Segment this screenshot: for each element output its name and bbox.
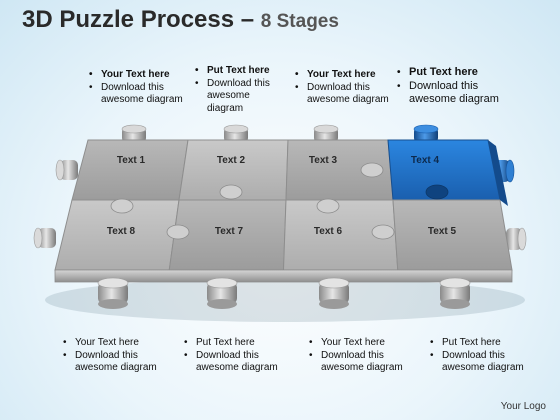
- bottom-note-1-line-1: Your Text here: [62, 337, 162, 350]
- puzzle-label-2: Text 2: [217, 155, 246, 166]
- top-note-2: Put Text here Download this awesome diag…: [194, 65, 284, 115]
- puzzle-ground-shadow: [45, 278, 525, 322]
- puzzle-label-1: Text 1: [117, 155, 146, 166]
- top-note-4: Put Text here Download this awesome diag…: [396, 66, 506, 107]
- top-note-1-line-1: Your Text here: [88, 69, 183, 82]
- puzzle-knob-3: [110, 198, 134, 214]
- peg-bottom-cap-2: [206, 277, 238, 289]
- puzzle-piece-1: [71, 139, 189, 201]
- peg-top-cap-3: [313, 124, 339, 134]
- puzzle-pieces: [54, 139, 513, 283]
- top-note-2-line-2: Download this awesome diagram: [194, 78, 284, 116]
- peg-right-2: [506, 228, 522, 250]
- puzzle-label-7: Text 6: [314, 226, 343, 237]
- puzzle-knob-6: [371, 224, 395, 240]
- peg-right-cap-2: [517, 227, 527, 251]
- logo-placeholder: Your Logo: [500, 401, 546, 412]
- top-note-1: Your Text here Download this awesome dia…: [88, 69, 183, 107]
- peg-bottom-cap-4: [439, 277, 471, 289]
- puzzle-shadow: [45, 278, 525, 322]
- bottom-note-3: Your Text here Download this awesome dia…: [308, 337, 408, 375]
- bottom-note-2: Put Text here Download this awesome diag…: [183, 337, 283, 375]
- peg-bottom-cap-3: [318, 277, 350, 289]
- top-note-1-line-2: Download this awesome diagram: [88, 82, 183, 107]
- puzzle-label-8: Text 5: [428, 226, 457, 237]
- puzzle-label-4: Text 4: [411, 155, 440, 166]
- peg-bottom-base-2: [207, 299, 237, 309]
- top-note-3: Your Text here Download this awesome dia…: [294, 69, 389, 107]
- bottom-note-2-line-2: Download this awesome diagram: [183, 350, 283, 375]
- top-note-4-line-1: Put Text here: [396, 66, 506, 80]
- puzzle-front-pegs: [97, 277, 471, 309]
- top-note-3-line-2: Download this awesome diagram: [294, 82, 389, 107]
- peg-left-1: [60, 160, 78, 180]
- title-sub: 8 Stages: [260, 11, 339, 32]
- peg-bottom-base-3: [319, 299, 349, 309]
- bottom-note-4: Put Text here Download this awesome diag…: [429, 337, 529, 375]
- peg-top-cap-2: [223, 124, 249, 134]
- puzzle-label-6: Text 7: [215, 226, 244, 237]
- title-main: 3D Puzzle Process –: [22, 6, 261, 33]
- peg-bottom-base-1: [98, 299, 128, 309]
- peg-top-cap-1: [121, 124, 147, 134]
- puzzle-knob-7: [360, 162, 384, 178]
- peg-right-cap-1: [505, 159, 515, 183]
- puzzle-front-edge: [54, 269, 513, 283]
- peg-bottom-cap-1: [97, 277, 129, 289]
- puzzle-knob-1: [219, 184, 243, 200]
- puzzle-labels: Text 1 Text 2 Text 3 Text 4 Text 8 Text 7 Text…: [107, 155, 457, 237]
- puzzle-label-3: Text 3: [309, 155, 338, 166]
- puzzle-label-5: Text 8: [107, 226, 136, 237]
- bottom-note-3-line-2: Download this awesome diagram: [308, 350, 408, 375]
- peg-left-2: [38, 228, 56, 248]
- puzzle-knob-4: [316, 198, 340, 214]
- peg-bottom-base-4: [440, 299, 470, 309]
- bottom-note-1: Your Text here Download this awesome dia…: [62, 337, 162, 375]
- peg-left-cap-1: [55, 159, 65, 181]
- bottom-note-3-line-1: Your Text here: [308, 337, 408, 350]
- puzzle-knob-2: [425, 184, 449, 200]
- puzzle-knob-5: [166, 224, 190, 240]
- top-note-2-line-1: Put Text here: [194, 65, 284, 78]
- peg-top-cap-4: [413, 124, 439, 134]
- bottom-note-4-line-2: Download this awesome diagram: [429, 350, 529, 375]
- bottom-note-2-line-1: Put Text here: [183, 337, 283, 350]
- puzzle-blue-side: [488, 140, 508, 206]
- top-note-3-line-1: Your Text here: [294, 69, 389, 82]
- puzzle-back-pegs: [33, 124, 527, 251]
- peg-left-cap-2: [33, 227, 43, 249]
- top-note-4-line-2: Download this awesome diagram: [396, 80, 506, 107]
- bottom-note-1-line-2: Download this awesome diagram: [62, 350, 162, 375]
- bottom-note-4-line-1: Put Text here: [429, 337, 529, 350]
- page-title: 3D Puzzle Process – 8 Stages: [22, 6, 339, 34]
